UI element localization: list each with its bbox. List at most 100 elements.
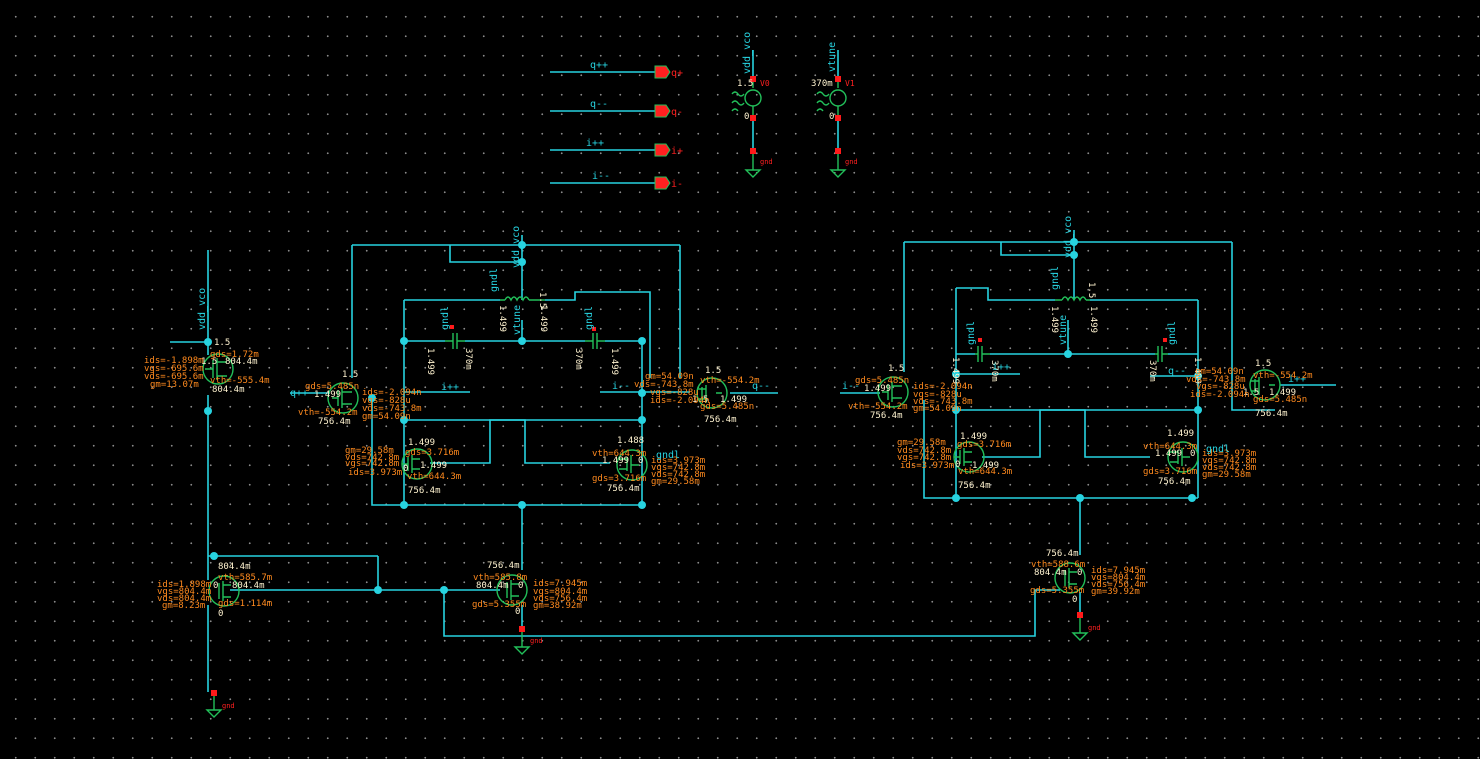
op-param: vth=585.8m (473, 573, 527, 583)
left-vco-ref-nmos[interactable]: 804.4m 804.4m 0 0 ids=1.898m vgs=804.4m … (157, 562, 272, 718)
net-label: i-- (612, 381, 630, 392)
op-param: ids=-1.898m (144, 356, 204, 366)
net-label: q-- (752, 381, 770, 392)
node-voltage: 756.4m (487, 561, 520, 571)
node-voltage: 756.4m (1046, 549, 1079, 559)
bias-pmos[interactable]: vdd_vco 1.5 1.5 804.4m 804.4m ids=-1.898… (144, 288, 270, 395)
node-voltage: 756.4m (318, 417, 351, 427)
voltage-source-v1[interactable]: vtune 370m V1 0 gnd (811, 42, 858, 178)
op-param: vth=644.3m (592, 449, 646, 459)
left-varactor-2[interactable]: gndl 370m 1.499 (573, 306, 619, 375)
op-param: gds=1.114m (218, 599, 272, 609)
pin-q-plus[interactable]: q++ q+ (550, 60, 683, 79)
op-param: ids=3.973m (651, 456, 705, 466)
node-voltage: 0 (213, 581, 218, 591)
node-voltage: 1.499 (960, 432, 987, 442)
node-voltage: 1.5 (888, 364, 904, 374)
pin-q-minus[interactable]: q-- q- (550, 99, 683, 118)
node-voltage: 1.499 (538, 305, 548, 332)
op-param: gds=3.716m (1143, 467, 1197, 477)
left-vco-nmos-right[interactable]: 1.488 1.499 0 756.4m vth=644.3m gds=3.71… (592, 436, 705, 494)
op-param: vds=-743.8m (362, 404, 422, 414)
op-param: gm=38.92m (533, 601, 582, 611)
op-param: vth=644.3m (958, 467, 1012, 477)
op-param: vds=-743.8m (913, 397, 973, 407)
op-param: ids=-2.094n (1190, 390, 1250, 400)
op-param: vds=756.4m (533, 594, 587, 604)
gnd-label: gnd (845, 158, 858, 166)
op-param: ids=-2.094n (362, 388, 422, 398)
node-voltage: 1.499 (497, 305, 507, 332)
ground-icon (513, 646, 531, 655)
right-vco-pmos-left[interactable]: i-- 1.5 1.499 756.4m gds=5.485n ids=-2.0… (842, 364, 973, 421)
left-vco-pmos-right[interactable]: i-- q-- 1.5 1.5 1.499 756.4m gm=54.09n v… (612, 366, 770, 425)
right-vco-pmos-right[interactable]: i++ q-- 1.5 1.5 1.499 756.4m gm=54.09n v… (1168, 359, 1313, 419)
right-vco-tail-nmos[interactable]: 756.4m 804.4m 0 0 vth=588.6m gds=5.355m … (1030, 549, 1145, 641)
op-param: gds=3.716m (957, 440, 1011, 450)
net-label: i++ (441, 382, 459, 393)
op-param: vgs=-828u (913, 390, 962, 400)
right-vco-nmos-right[interactable]: 1.499 1.499 0 756.4m vth=644.3m gds=3.71… (1143, 429, 1256, 487)
right-vco-junctions (952, 238, 1202, 502)
ac-wave-icon (816, 91, 830, 112)
op-param: vds=-743.8m (634, 380, 694, 390)
gndl-label: gndl (489, 268, 500, 292)
op-param: gm=29.58m (897, 438, 946, 448)
op-param: gds=5.355m (472, 600, 526, 610)
node-voltage: 0 (638, 456, 643, 466)
gndl-label: gndl (440, 306, 451, 330)
op-param: vds=756.4m (1091, 580, 1145, 590)
op-param: vgs=-828u (1196, 382, 1245, 392)
ground-icon (205, 709, 223, 718)
right-inductor[interactable]: gndl 1.5 1.499 1.499 vtune vdd_vco (1049, 216, 1098, 345)
left-vco-nmos-left[interactable]: 1.499 1.499 0 756.4m gm=29.58m vds=742.8… (345, 438, 461, 496)
node-voltage: 1.5 (692, 395, 708, 405)
op-param: gm=29.58m (345, 446, 394, 456)
op-param: vgs=804.4m (157, 587, 211, 597)
op-param: gds=5.485n (700, 402, 754, 412)
right-varactor-1[interactable]: gndl 1.499 370m i++ (950, 321, 1010, 384)
node-voltage: 756.4m (958, 481, 991, 491)
op-param: vgs=-828u (362, 396, 411, 406)
op-param: vds=-743.8m (1186, 375, 1246, 385)
node-voltage: 1.499 (1192, 357, 1202, 384)
net-label-vdd-vco: vdd_vco (742, 32, 753, 74)
right-vco-nmos-left[interactable]: 1.499 1.499 0 756.4m gm=29.58m vds=742.8… (897, 432, 1012, 491)
left-inductor[interactable]: gndl 1.5 1.499 1.499 vtune vdd_vco (489, 226, 548, 335)
op-param: vth=644.3m (407, 472, 461, 482)
node-voltage: 370m (463, 348, 473, 370)
op-param: vth=-554.2m (298, 408, 358, 418)
node-voltage: 756.4m (408, 486, 441, 496)
op-param: vds=742.8m (651, 470, 705, 480)
op-param: ids=-2.094n (913, 382, 973, 392)
pin-name: i+ (671, 146, 683, 157)
net-label-i-mm: i-- (592, 171, 610, 182)
op-param: vds=-695.6m (144, 372, 204, 382)
node-voltage: 0 (1190, 449, 1195, 459)
node-voltage: 0 (515, 607, 520, 617)
right-varactor-2[interactable]: gndl 370m 1.499 (1147, 321, 1202, 384)
op-param: ids=7.945m (533, 579, 587, 589)
pin-i-minus[interactable]: i-- i- (550, 171, 683, 190)
vdd-vco-label: vdd_vco (197, 288, 208, 330)
op-param: vth=-555.4m (210, 376, 270, 386)
vtune-label: vtune (1058, 315, 1069, 345)
pin-name: i- (671, 179, 683, 190)
node-voltage: 1.5 (705, 366, 721, 376)
node-voltage: 756.4m (1158, 477, 1191, 487)
voltage-source-v0[interactable]: vdd_vco 1.5 V0 0 gnd (731, 32, 773, 178)
gndl-label: gndl (1167, 321, 1178, 345)
pin-name: q+ (671, 68, 683, 79)
left-vco-pmos-left[interactable]: q++ 1.5 1.499 756.4m gds=5.485n ids=-2.0… (290, 370, 459, 427)
node-voltage: 1.499 (864, 384, 891, 394)
op-param: vgs=-695.6m (144, 364, 204, 374)
node-voltage: 1.499 (420, 461, 447, 471)
ground-icon (829, 169, 847, 178)
op-param: vgs=-828u (650, 388, 699, 398)
op-param: ids=7.945m (1091, 566, 1145, 576)
left-varactor-1[interactable]: gndl 1.499 370m (425, 306, 473, 375)
pin-i-plus[interactable]: i++ i+ (550, 138, 683, 157)
left-vco-tail-nmos[interactable]: 756.4m 804.4m 0 0 vth=585.8m gds=5.355m … (472, 561, 587, 655)
